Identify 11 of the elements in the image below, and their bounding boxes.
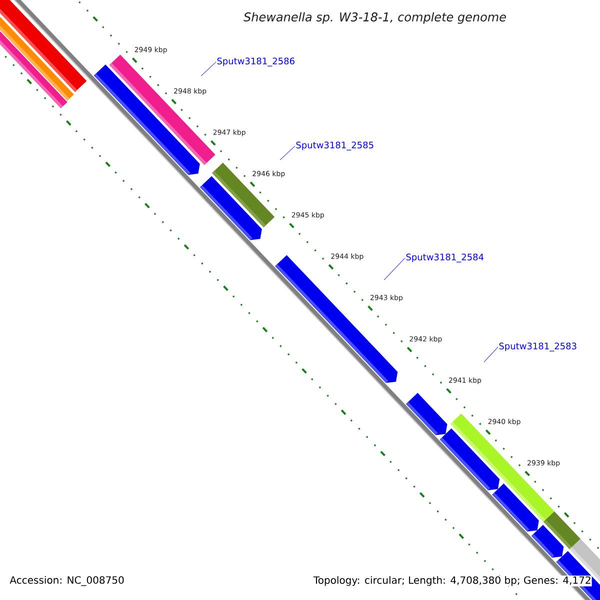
leader-line [280,146,296,160]
footer-text: Accession: NC_008750 [9,576,125,586]
gene-label: Sputw3181_2584 [406,254,484,262]
leader-line [484,346,498,362]
gene-label: Sputw3181_2586 [217,58,294,66]
leader-line [200,62,216,76]
gene-label: Sputw3181_2585 [296,142,374,150]
leader-line [384,258,406,280]
title: Shewanella sp. W3-18-1, complete genome [244,12,506,24]
gene-label: Sputw3181_2583 [499,342,576,352]
footer-text: Topology: circular; Length: 4,708,380 bp; Genes: 4,172 [312,576,592,586]
